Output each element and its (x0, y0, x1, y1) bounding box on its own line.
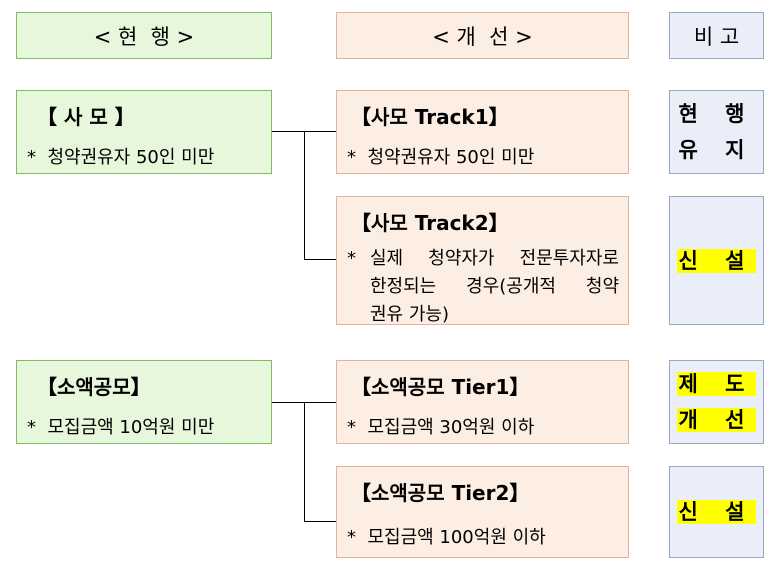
improved-private-track1-box: 【사모 Track1】 * 청약권유자 50인 미만 (336, 90, 629, 174)
remark-maintained: 현 행 유 지 (669, 90, 764, 174)
connector-line (304, 521, 336, 522)
current-private-offering-item: * 청약권유자 50인 미만 (27, 147, 215, 168)
improved-private-track2-line: 권유 가능) (370, 304, 449, 325)
remark-highlight: 제 도 (676, 372, 757, 396)
current-small-offering-title: 【소액공모】 (37, 375, 151, 399)
improved-private-track2-title: 【사모 Track2】 (351, 211, 509, 235)
remark-highlight: 개 선 (676, 408, 757, 432)
remark-highlight: 신 설 (676, 248, 757, 273)
improved-private-track1-item: * 청약권유자 50인 미만 (347, 147, 535, 168)
header-remarks: 비 고 (669, 12, 764, 59)
improved-small-tier1-title: 【소액공모 Tier1】 (351, 375, 530, 399)
improved-small-tier1-box: 【소액공모 Tier1】 * 모집금액 30억원 이하 (336, 360, 629, 444)
improved-small-tier1-item: * 모집금액 30억원 이하 (347, 417, 535, 438)
remark-new-tier2: 신 설 (669, 466, 764, 558)
connector-line (304, 259, 336, 260)
improved-private-track1-title: 【사모 Track1】 (351, 105, 509, 129)
header-current: < 현 행 > (16, 12, 272, 59)
improved-small-tier2-title: 【소액공모 Tier2】 (351, 481, 530, 505)
remark-new-track2: 신 설 (669, 196, 764, 325)
connector-line (304, 131, 305, 260)
improved-private-track2-item: * 실제 청약자가 전문투자자로 한정되는 경우(공개적 청약 권유 가능) (347, 245, 619, 329)
current-small-offering-box: 【소액공모】 * 모집금액 10억원 미만 (16, 360, 272, 444)
remark-system-improvement: 제 도 개 선 (669, 360, 764, 444)
current-small-offering-item: * 모집금액 10억원 미만 (27, 417, 215, 438)
improved-private-track2-line: 실제 청약자가 전문투자자로 (370, 248, 619, 269)
improved-small-tier2-box: 【소액공모 Tier2】 * 모집금액 100억원 이하 (336, 466, 629, 558)
improved-private-track2-box: 【사모 Track2】 * 실제 청약자가 전문투자자로 한정되는 경우(공개적… (336, 196, 629, 325)
header-improved: < 개 선 > (336, 12, 629, 59)
remark-highlight: 신 설 (676, 500, 757, 524)
improved-private-track2-line: 한정되는 경우(공개적 청약 (370, 276, 619, 297)
current-private-offering-title: 【 사 모 】 (37, 105, 135, 129)
improved-small-tier2-item: * 모집금액 100억원 이하 (347, 527, 546, 548)
current-private-offering-box: 【 사 모 】 * 청약권유자 50인 미만 (16, 90, 272, 174)
connector-line (304, 402, 305, 522)
remark-line: 현 행 (678, 102, 755, 126)
remark-line: 유 지 (678, 138, 755, 162)
